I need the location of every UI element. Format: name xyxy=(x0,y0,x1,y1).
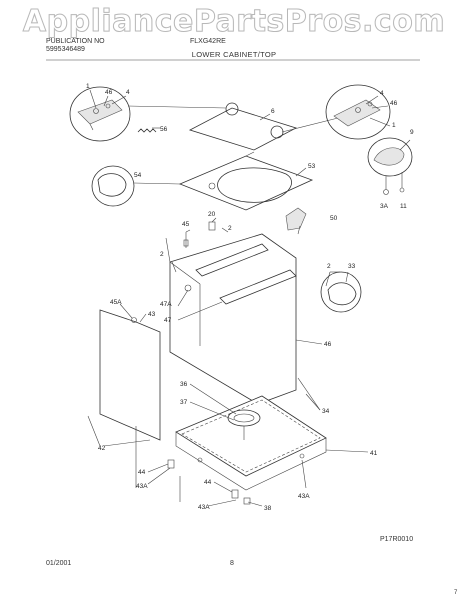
detail-circle-top-left xyxy=(69,86,131,142)
callout-1: 1 xyxy=(86,83,90,90)
leader-rail-left xyxy=(127,105,227,109)
part-44-foot-left xyxy=(167,459,175,469)
callout-45A: 45A xyxy=(110,299,122,306)
diagram-code: P17R0010 xyxy=(380,536,414,543)
callout-41: 42 xyxy=(98,445,106,452)
callout-11: 11 xyxy=(400,203,407,210)
part-38-base-pan xyxy=(175,395,327,491)
page-corner-number: 7 xyxy=(454,590,458,596)
part-47A-strip xyxy=(195,243,269,277)
publication-number: 5995346489 xyxy=(46,46,85,53)
leader-rail-right xyxy=(281,117,339,133)
publication-label: PUBLICATION NO xyxy=(46,38,105,45)
callout-47: 47 xyxy=(164,317,172,324)
part-37-foot xyxy=(243,497,251,505)
callout-44-left: 44 xyxy=(138,469,146,476)
callout-4-right: 4 xyxy=(380,90,384,97)
part-6-top-rail xyxy=(188,102,298,151)
callout-5: 46 xyxy=(105,89,113,96)
callout-50: 50 xyxy=(330,215,338,222)
part-42-front-panel xyxy=(99,309,161,441)
callout-20: 20 xyxy=(208,211,216,218)
part-47-strip xyxy=(219,269,297,305)
revision-date: 01/2001 xyxy=(46,560,72,567)
callout-35: 36 xyxy=(180,381,188,388)
page-number: 8 xyxy=(230,560,234,567)
callout-34: 34 xyxy=(322,408,330,415)
callout-labels: 1 46 4 56 6 4 46 1 9 53 54 3A 11 50 20 2… xyxy=(86,83,414,512)
part-46-cabinet-side xyxy=(169,233,297,405)
part-35-36-ring xyxy=(227,409,261,440)
callout-42: 43 xyxy=(148,311,156,318)
part-55-spring xyxy=(137,128,157,133)
callout-46: 46 xyxy=(324,341,332,348)
leader-54 xyxy=(133,182,181,185)
callout-43A: 43A xyxy=(298,493,310,500)
leader-lines xyxy=(87,89,411,507)
callout-9: 9 xyxy=(410,129,414,136)
callout-44-center: 44 xyxy=(204,479,212,486)
callout-2-top: 2 xyxy=(228,225,232,232)
callout-33: 33 xyxy=(348,263,356,270)
callout-4: 4 xyxy=(126,89,130,96)
callout-1-right: 1 xyxy=(392,122,396,129)
callout-43-left: 43A xyxy=(136,483,148,490)
part-53-top-panel xyxy=(178,155,314,211)
section-title: LOWER CABINET/TOP xyxy=(191,50,277,59)
detail-circle-part-54 xyxy=(91,165,135,207)
part-56-clip xyxy=(285,207,307,231)
model-number: FLXG42RE xyxy=(190,38,226,45)
callout-54: 54 xyxy=(134,172,142,179)
part-45-screw xyxy=(183,239,189,247)
detail-circle-part-9 xyxy=(367,137,413,195)
detail-circle-top-right xyxy=(325,84,391,140)
callout-55: 56 xyxy=(160,126,168,133)
callout-37: 38 xyxy=(264,505,272,512)
callout-43-center: 43A xyxy=(198,504,210,511)
callout-36: 37 xyxy=(180,399,188,406)
part-44-foot-center xyxy=(231,489,239,499)
callout-38: 41 xyxy=(370,450,378,457)
callout-53: 53 xyxy=(308,163,316,170)
callout-3A: 3A xyxy=(380,203,389,210)
part-20-bracket xyxy=(208,221,216,231)
callout-2-right: 2 xyxy=(327,263,331,270)
callout-45: 45 xyxy=(182,221,190,228)
callout-47A: 47A xyxy=(160,301,172,308)
detail-circle-part-33 xyxy=(320,271,362,313)
callout-5-right: 46 xyxy=(390,100,398,107)
callout-2-left: 2 xyxy=(160,251,164,258)
callout-6: 6 xyxy=(271,108,275,115)
